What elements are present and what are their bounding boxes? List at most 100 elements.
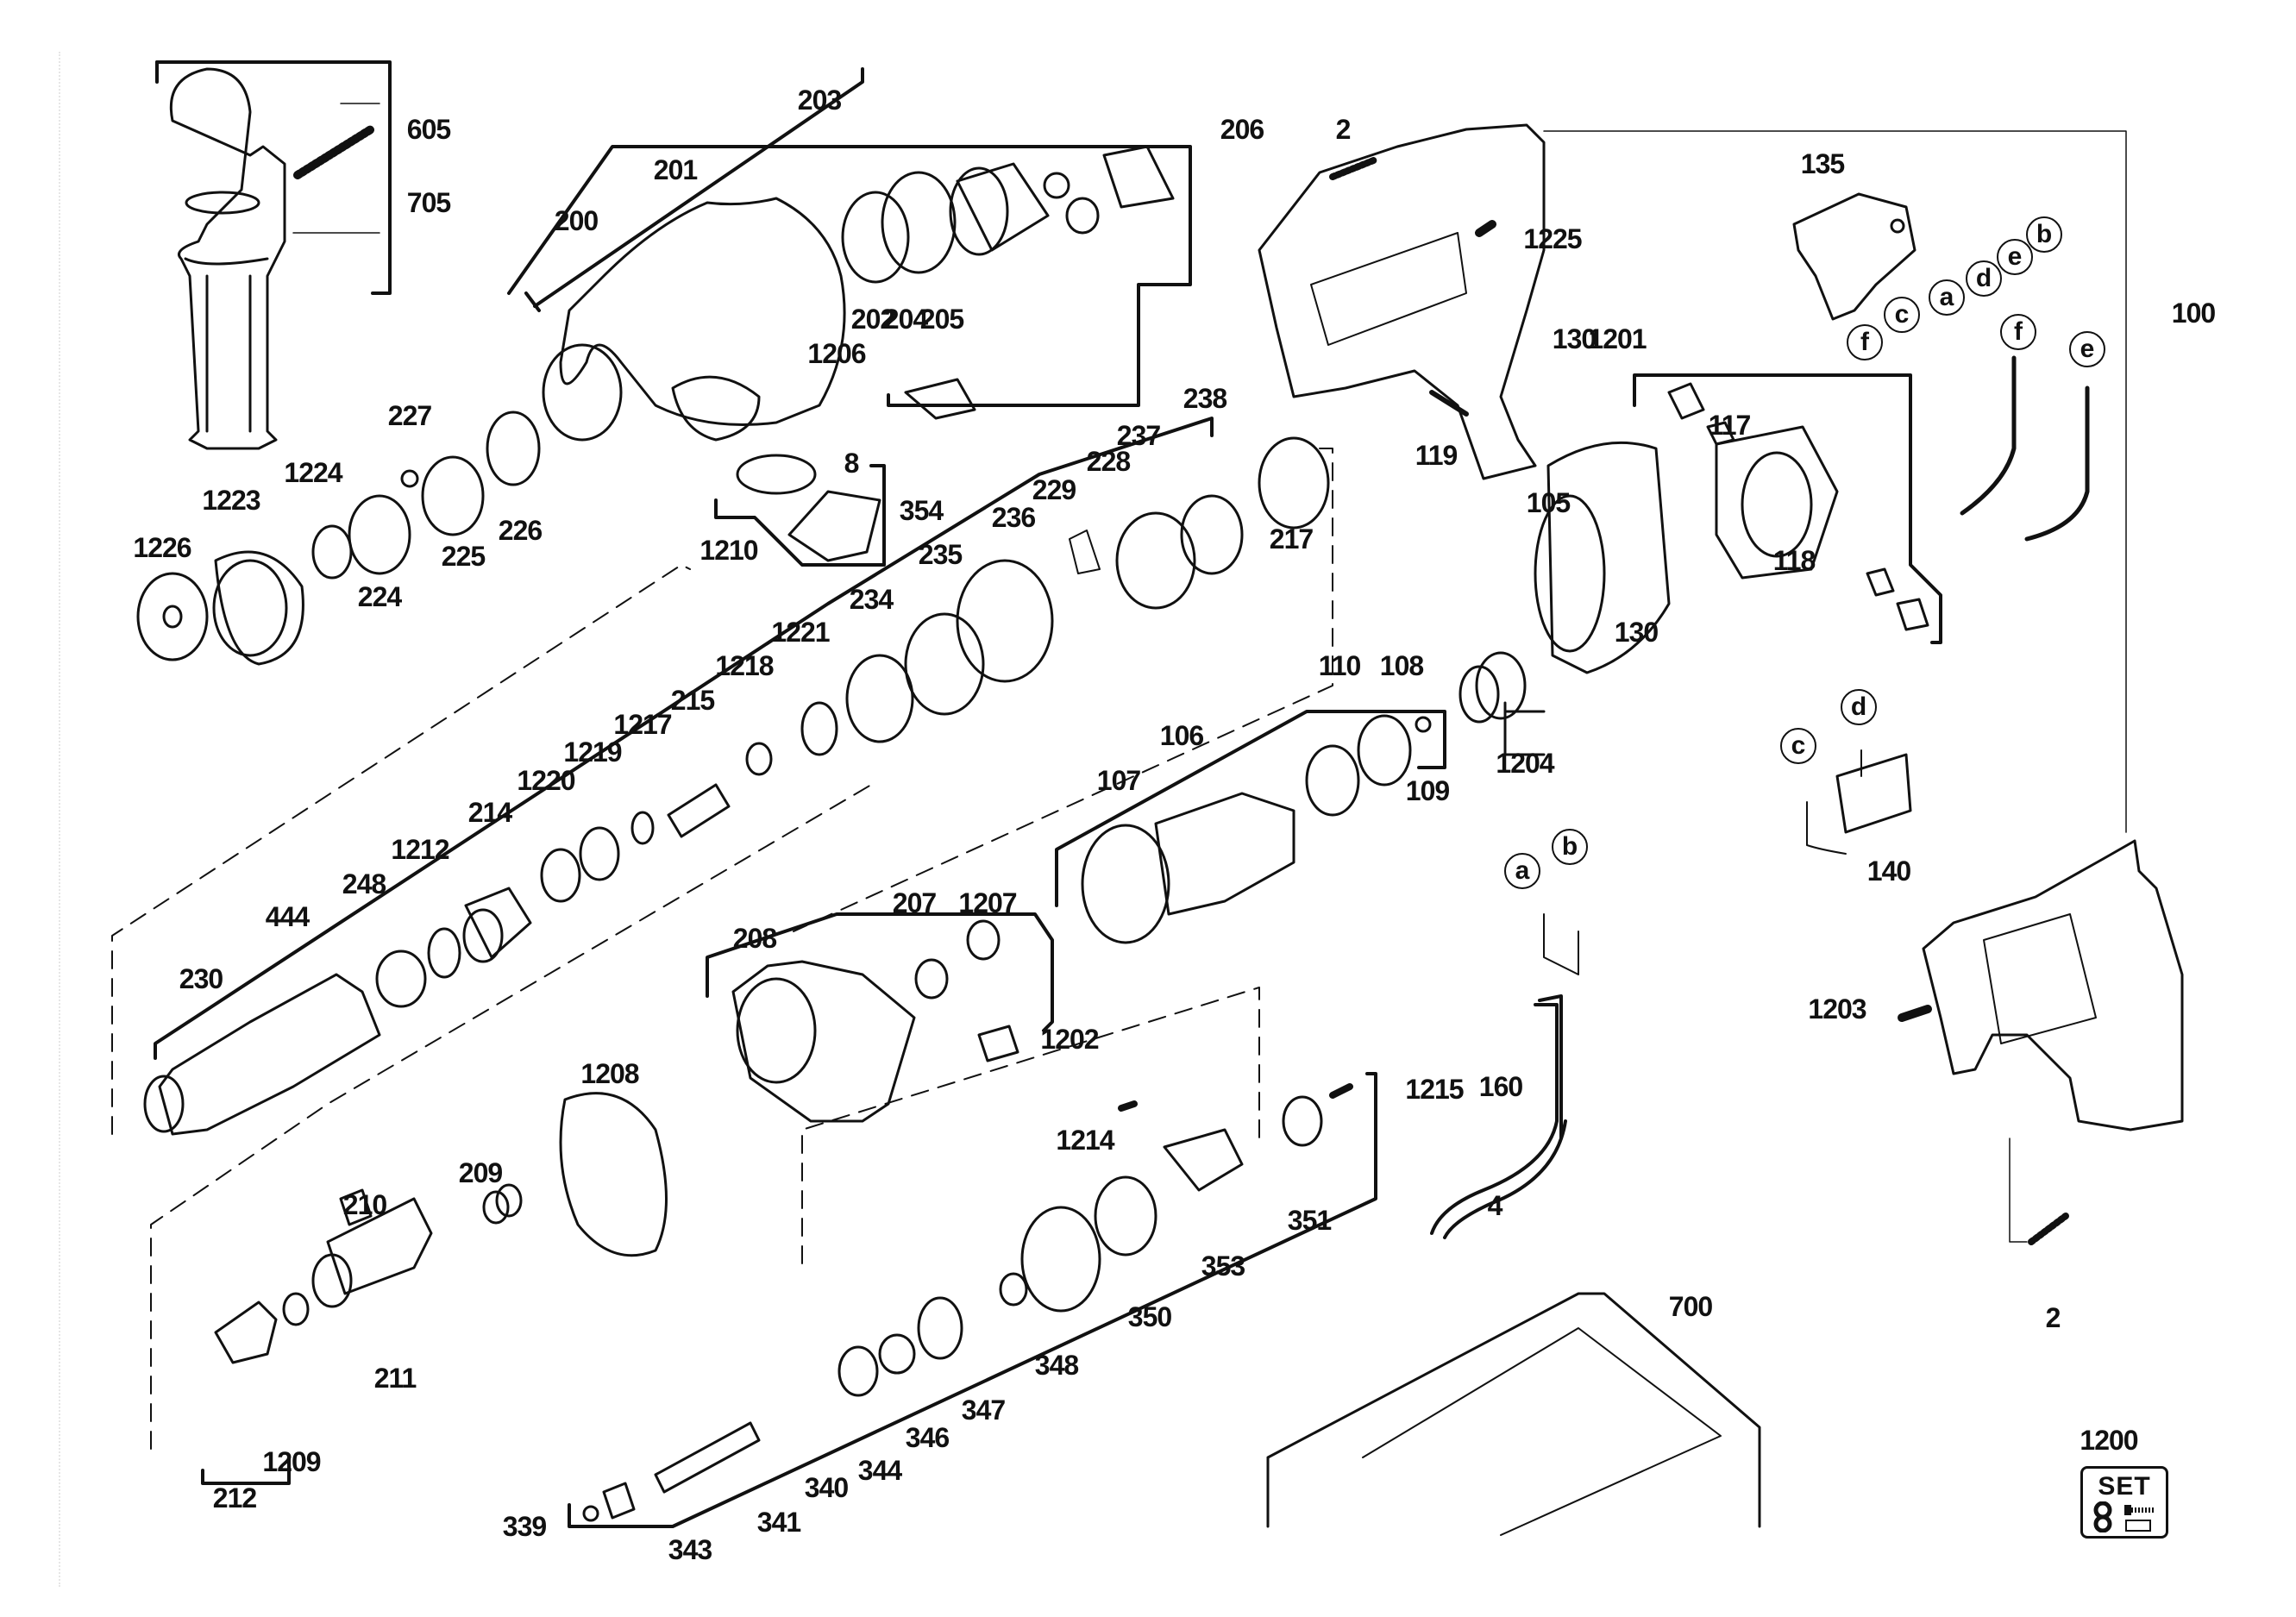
part-label-118[interactable]: 118 [1772,545,1816,576]
trigger-switch-part [1792,192,1916,321]
part-label-1200[interactable]: 1200 [2080,1425,2138,1456]
part-label-201[interactable]: 201 [653,154,698,185]
part-label-700[interactable]: 700 [1668,1291,1713,1322]
part-label-106[interactable]: 106 [1159,720,1204,751]
part-label-203[interactable]: 203 [797,85,842,116]
part-label-209[interactable]: 209 [458,1157,503,1188]
part-label-235[interactable]: 235 [918,539,963,570]
part-label-1208[interactable]: 1208 [580,1058,639,1089]
part-label-226[interactable]: 226 [498,515,543,546]
piston-group [150,784,872,1485]
part-label-2-bottom[interactable]: 2 [2045,1302,2061,1333]
part-label-705[interactable]: 705 [406,187,451,218]
part-label-8[interactable]: 8 [844,448,860,479]
part-label-1210[interactable]: 1210 [699,535,758,566]
part-label-109[interactable]: 109 [1405,775,1450,806]
part-label-1209[interactable]: 1209 [262,1446,321,1477]
part-label-350[interactable]: 350 [1127,1301,1172,1332]
part-label-200[interactable]: 200 [554,205,599,236]
part-label-135[interactable]: 135 [1800,148,1845,179]
part-label-230[interactable]: 230 [179,963,223,994]
part-label-1226[interactable]: 1226 [133,532,191,563]
part-label-160[interactable]: 160 [1478,1071,1523,1102]
part-label-228[interactable]: 228 [1086,446,1131,477]
part-label-210[interactable]: 210 [342,1189,387,1220]
part-label-1217[interactable]: 1217 [613,709,672,740]
part-label-2-top[interactable]: 2 [1335,114,1352,145]
part-label-238[interactable]: 238 [1183,383,1227,414]
part-label-227[interactable]: 227 [387,400,432,431]
part-label-348[interactable]: 348 [1034,1350,1079,1381]
part-label-108[interactable]: 108 [1379,650,1424,681]
part-label-346[interactable]: 346 [905,1422,950,1453]
part-label-1219[interactable]: 1219 [563,736,622,768]
set-badge-text: SET [2098,1472,2151,1501]
part-label-4[interactable]: 4 [1487,1190,1503,1221]
part-label-100[interactable]: 100 [2171,298,2216,329]
connector-e-switch: e [1997,239,2033,275]
part-label-117[interactable]: 117 [1708,410,1752,441]
part-label-204[interactable]: 204 [883,304,928,335]
part-label-1218[interactable]: 1218 [715,650,774,681]
part-label-130-top[interactable]: 130 [1552,323,1597,354]
carry-case-part [1266,1292,1761,1536]
part-label-1212[interactable]: 1212 [391,834,449,865]
connector-b-switch: b [2026,216,2062,253]
part-label-207[interactable]: 207 [892,887,937,918]
part-label-224[interactable]: 224 [357,581,402,612]
part-label-341[interactable]: 341 [756,1507,801,1538]
part-label-237[interactable]: 237 [1116,420,1161,451]
part-label-234[interactable]: 234 [849,584,894,615]
part-label-130-bottom[interactable]: 130 [1614,617,1659,648]
part-label-105[interactable]: 105 [1526,487,1571,518]
field-stator-group [1459,441,1671,756]
part-label-215[interactable]: 215 [670,685,715,716]
part-label-212[interactable]: 212 [212,1482,257,1514]
part-label-140[interactable]: 140 [1866,856,1911,887]
part-label-343[interactable]: 343 [668,1534,712,1565]
part-label-1203[interactable]: 1203 [1808,993,1866,1025]
part-label-205[interactable]: 205 [919,304,964,335]
part-label-344[interactable]: 344 [857,1455,902,1486]
connector-a-cord: a [1504,853,1540,889]
part-label-1224[interactable]: 1224 [284,457,342,488]
connector-d-capacitor: d [1841,689,1877,725]
part-label-347[interactable]: 347 [961,1395,1006,1426]
part-label-1207[interactable]: 1207 [958,887,1017,918]
part-label-217[interactable]: 217 [1269,523,1314,555]
part-label-1225[interactable]: 1225 [1523,223,1582,254]
part-label-353[interactable]: 353 [1201,1250,1245,1282]
part-label-605[interactable]: 605 [406,114,451,145]
motor-housing-part [1258,123,2127,833]
part-label-351[interactable]: 351 [1287,1205,1332,1236]
part-label-107[interactable]: 107 [1096,765,1141,796]
hardware-set-badge[interactable]: SET [2080,1466,2168,1539]
capacitor-part [1806,749,1912,855]
front-cap-group [136,411,541,666]
part-label-339[interactable]: 339 [502,1511,547,1542]
part-label-229[interactable]: 229 [1032,474,1076,505]
part-label-206[interactable]: 206 [1220,114,1264,145]
part-label-1201[interactable]: 1201 [1588,323,1647,354]
part-label-208[interactable]: 208 [732,923,777,954]
part-label-1221[interactable]: 1221 [771,617,830,648]
part-label-1202[interactable]: 1202 [1040,1024,1099,1055]
part-label-119[interactable]: 119 [1415,440,1459,471]
part-label-110[interactable]: 110 [1318,650,1362,681]
part-label-225[interactable]: 225 [441,541,486,572]
part-label-340[interactable]: 340 [804,1472,849,1503]
part-label-444[interactable]: 444 [265,901,310,932]
part-label-1206[interactable]: 1206 [807,338,866,369]
part-label-214[interactable]: 214 [467,797,512,828]
part-label-1204[interactable]: 1204 [1496,748,1554,779]
part-label-236[interactable]: 236 [991,502,1036,533]
part-label-354[interactable]: 354 [899,495,944,526]
part-label-1223[interactable]: 1223 [202,485,260,516]
part-label-202[interactable]: 202 [850,304,895,335]
part-label-1220[interactable]: 1220 [517,765,575,796]
lead-wire-117 [1960,355,2017,516]
part-label-248[interactable]: 248 [342,868,386,899]
part-label-1215[interactable]: 1215 [1405,1074,1464,1105]
part-label-1214[interactable]: 1214 [1056,1125,1114,1156]
part-label-211[interactable]: 211 [373,1363,417,1394]
